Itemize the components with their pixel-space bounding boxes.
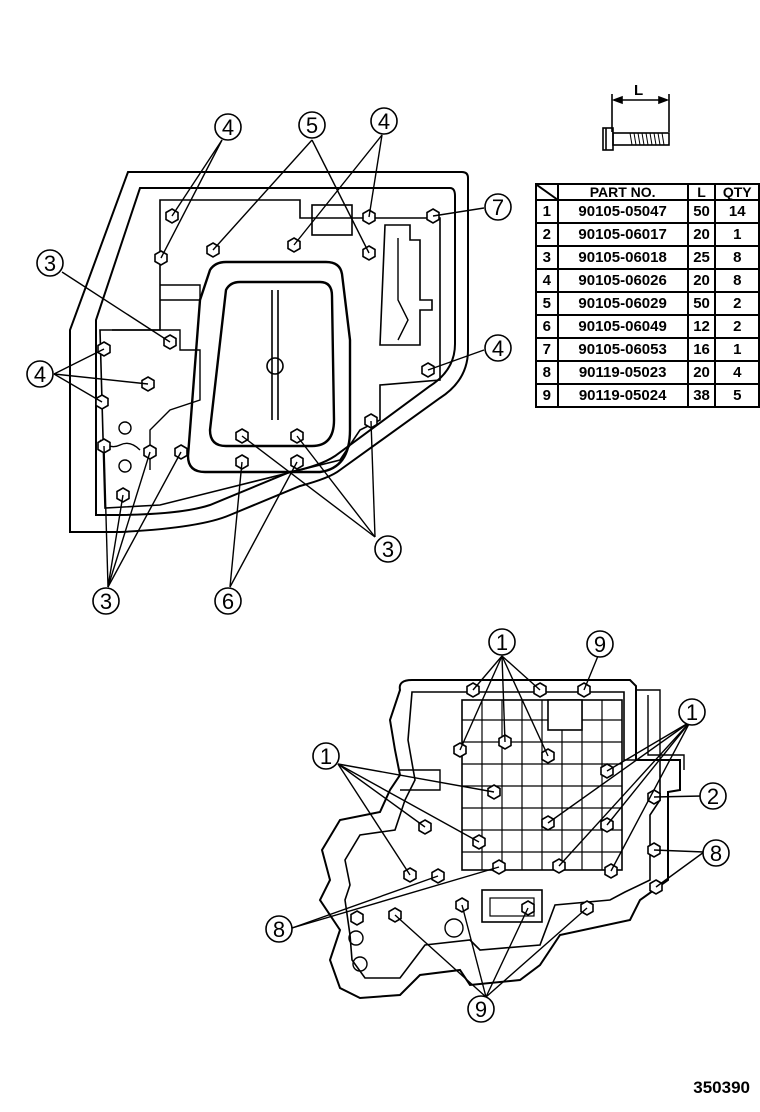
row-number: 1 (535, 199, 559, 224)
table-row: 1 90105-05047 50 14 (535, 199, 760, 224)
part-number: 90105-05047 (556, 199, 689, 224)
lower-leader-lines (291, 655, 705, 998)
part-number: 90119-05024 (556, 383, 689, 408)
part-number: 90105-06017 (556, 222, 689, 247)
callout-3-left-label: 3 (44, 251, 56, 276)
callout-7-label: 7 (492, 195, 504, 220)
bolt-length: 25 (686, 245, 717, 270)
quantity: 2 (714, 291, 760, 316)
callout-7 (484, 193, 512, 221)
callout-8-left-label: 8 (273, 917, 285, 942)
quantity: 1 (714, 337, 760, 362)
upper-leader-lines (53, 134, 485, 588)
bolt-length: 20 (686, 268, 717, 293)
callout-8-right-label: 8 (710, 841, 722, 866)
header-part-no: PART NO. (556, 183, 689, 201)
callout-1-left-label: 1 (320, 744, 332, 769)
row-number: 6 (535, 314, 559, 339)
parts-table-header: PART NO. L QTY (535, 183, 760, 201)
quantity: 8 (714, 245, 760, 270)
callout-4-right (484, 334, 512, 362)
callout-4-left-label: 4 (34, 362, 46, 387)
callout-6 (214, 587, 242, 615)
quantity: 5 (714, 383, 760, 408)
callout-2 (699, 782, 727, 810)
callout-4-right-label: 4 (492, 336, 504, 361)
upper-valve-body-outline (69, 171, 469, 533)
row-number: 7 (535, 337, 559, 362)
callout-1-top-label: 1 (496, 630, 508, 655)
callout-3-bottom-left-label: 3 (100, 589, 112, 614)
header-qty: QTY (714, 183, 760, 201)
dimension-label: L (634, 82, 643, 99)
quantity: 8 (714, 268, 760, 293)
callout-4-top-left (214, 113, 242, 141)
bolt-length: 16 (686, 337, 717, 362)
callout-3-bottom-right (374, 535, 402, 563)
header-length: L (686, 183, 717, 201)
table-row: 3 90105-06018 25 8 (535, 245, 760, 270)
callout-9-top-label: 9 (594, 632, 606, 657)
bolt-length: 50 (686, 199, 717, 224)
table-row: 2 90105-06017 20 1 (535, 222, 760, 247)
callout-1-left (312, 742, 340, 770)
table-row: 6 90105-06049 12 2 (535, 314, 760, 339)
bolt-length: 20 (686, 360, 717, 385)
callout-1-right-label: 1 (686, 700, 698, 725)
table-row: 8 90119-05023 20 4 (535, 360, 760, 385)
part-number: 90105-06026 (556, 268, 689, 293)
quantity: 4 (714, 360, 760, 385)
callout-4-top-right (370, 107, 398, 135)
callout-5-top-label: 5 (306, 113, 318, 138)
row-number: 4 (535, 268, 559, 293)
bolt-length: 50 (686, 291, 717, 316)
corner-cell (535, 183, 559, 201)
bolt-length: 20 (686, 222, 717, 247)
callout-3-bottom-right-label: 3 (382, 537, 394, 562)
callout-6-label: 6 (222, 589, 234, 614)
callout-3-bottom-left (92, 587, 120, 615)
part-number: 90105-06053 (556, 337, 689, 362)
table-row: 5 90105-06029 50 2 (535, 291, 760, 316)
row-number: 5 (535, 291, 559, 316)
quantity: 1 (714, 222, 760, 247)
row-number: 8 (535, 360, 559, 385)
part-number: 90105-06049 (556, 314, 689, 339)
callout-1-right (678, 698, 706, 726)
part-number: 90119-05023 (556, 360, 689, 385)
quantity: 14 (714, 199, 760, 224)
bolt-length: 38 (686, 383, 717, 408)
lower-valve-body-outline (318, 679, 685, 1000)
callout-9-top (586, 630, 614, 658)
bolt-length-icon (602, 94, 670, 151)
part-number: 90105-06029 (556, 291, 689, 316)
callout-2-label: 2 (707, 784, 719, 809)
table-row: 9 90119-05024 38 5 (535, 383, 760, 408)
row-number: 3 (535, 245, 559, 270)
diagram-id: 350390 (693, 1078, 750, 1097)
callout-4-top-right-label: 4 (378, 109, 390, 134)
parts-table: PART NO. L QTY 1 90105-05047 50 14 2 901… (535, 183, 760, 408)
callout-4-top-left-label: 4 (222, 115, 234, 140)
callout-9-bottom-label: 9 (475, 997, 487, 1022)
quantity: 2 (714, 314, 760, 339)
bolt-length: 12 (686, 314, 717, 339)
callout-9-bottom (467, 995, 495, 1023)
row-number: 9 (535, 383, 559, 408)
table-row: 7 90105-06053 16 1 (535, 337, 760, 362)
part-number: 90105-06018 (556, 245, 689, 270)
row-number: 2 (535, 222, 559, 247)
callout-1-top (488, 628, 516, 656)
callout-4-left (26, 360, 54, 388)
callout-8-left (265, 915, 293, 943)
callout-5-top (298, 111, 326, 139)
table-row: 4 90105-06026 20 8 (535, 268, 760, 293)
callout-3-left (36, 249, 64, 277)
callout-8-right (702, 839, 730, 867)
